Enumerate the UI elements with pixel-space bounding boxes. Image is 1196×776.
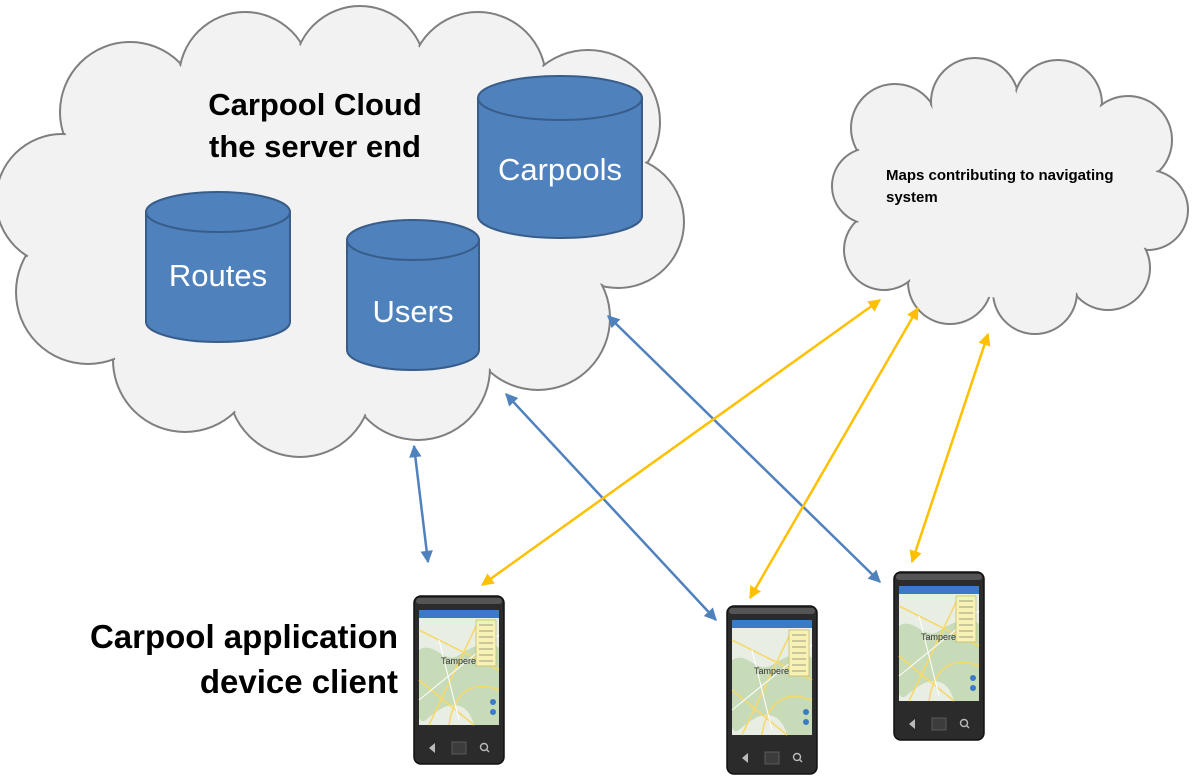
database-cylinder-icon [145, 191, 291, 343]
map-roads [898, 595, 980, 702]
windows-icon [451, 741, 467, 755]
server-cloud-title-line1: Carpool Cloud [208, 87, 422, 122]
phone-top-edge [729, 608, 815, 614]
database-carpools-label: Carpools [498, 152, 622, 187]
app-title-bar [419, 610, 499, 618]
phone-top-edge [416, 598, 502, 604]
back-icon [742, 753, 748, 763]
phone-nav-bar [429, 741, 490, 755]
maps-cloud [831, 57, 1189, 335]
search-icon [479, 742, 489, 752]
phone-client-1: Tampere [413, 595, 505, 765]
search-icon-handle [799, 759, 803, 763]
smartphone-icon: Tampere [893, 571, 985, 741]
client-caption-line2: device client [199, 663, 398, 700]
search-icon-handle [966, 725, 970, 729]
search-icon [959, 718, 969, 728]
phone-top-edge [896, 574, 982, 580]
server-cloud-title: Carpool Cloud the server end [190, 84, 440, 168]
windows-icon [931, 717, 947, 731]
search-icon-handle [486, 749, 490, 753]
database-cylinder-icon [346, 219, 480, 371]
back-icon [909, 719, 915, 729]
maps-link-phone-3 [909, 332, 991, 564]
zoom-in-icon [803, 709, 809, 715]
windows-icon [764, 751, 780, 765]
database-cylinder-icon [477, 75, 643, 239]
phone-client-2: Tampere [726, 605, 818, 775]
map-city-label: Tampere [754, 666, 789, 676]
map-city-label: Tampere [441, 656, 476, 666]
server-link-phone-1 [409, 444, 433, 564]
map-roads [418, 619, 500, 726]
server-cloud-title-line2: the server end [209, 129, 421, 164]
back-icon [429, 743, 435, 753]
search-icon [792, 752, 802, 762]
database-routes-label: Routes [169, 258, 267, 293]
map-roads [731, 629, 813, 736]
zoom-in-icon [970, 675, 976, 681]
maps-link-phone-2 [748, 306, 920, 600]
phone-screen: Tampere [898, 586, 980, 702]
smartphone-icon: Tampere [413, 595, 505, 765]
phone-screen: Tampere [418, 610, 500, 726]
database-users: Users [346, 219, 480, 371]
phone-nav-bar [742, 751, 803, 765]
zoom-out-icon [490, 709, 496, 715]
zoom-out-icon [970, 685, 976, 691]
database-routes: Routes [145, 191, 291, 343]
server-link-phone-2 [505, 393, 717, 621]
server-link-phone-3 [607, 315, 881, 583]
zoom-out-icon [803, 719, 809, 725]
app-title-bar [899, 586, 979, 594]
client-caption: Carpool application device client [60, 614, 398, 704]
phone-nav-bar [909, 717, 970, 731]
map-city-label: Tampere [921, 632, 956, 642]
phone-client-3: Tampere [893, 571, 985, 741]
app-title-bar [732, 620, 812, 628]
zoom-in-icon [490, 699, 496, 705]
phone-screen: Tampere [731, 620, 813, 736]
smartphone-icon: Tampere [726, 605, 818, 775]
client-caption-line1: Carpool application [89, 618, 398, 655]
maps-cloud-caption: Maps contributing to navigating system [886, 167, 1114, 206]
database-users-label: Users [373, 294, 454, 329]
maps-links [480, 298, 991, 600]
database-carpools: Carpools [477, 75, 643, 239]
